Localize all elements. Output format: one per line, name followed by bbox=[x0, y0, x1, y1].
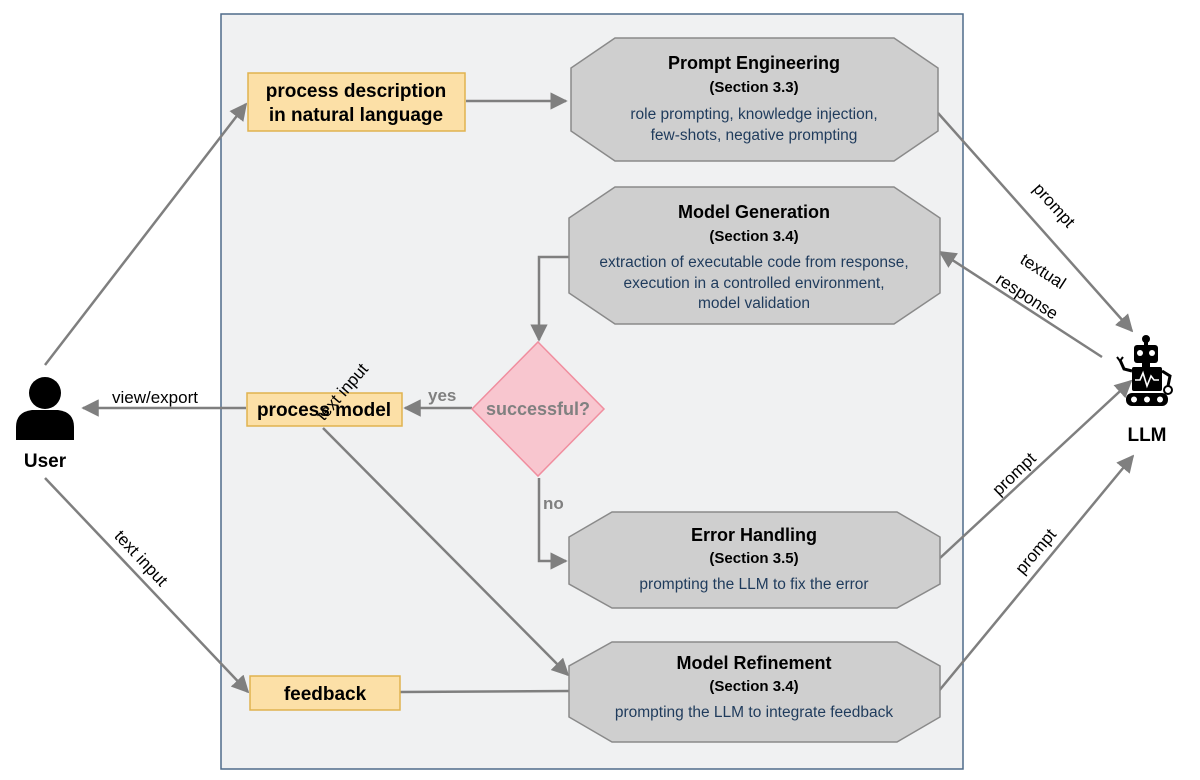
arrow-model-refinement-to-llm bbox=[937, 454, 1135, 693]
arrow-prompt-engineering-to-llm bbox=[937, 112, 1134, 333]
model-generation-section: (Section 3.4) bbox=[709, 228, 798, 245]
arrow-model-generation-to-decision bbox=[530, 255, 570, 342]
error-handling-section: (Section 3.5) bbox=[709, 550, 798, 567]
model-generation-desc-3: model validation bbox=[698, 295, 810, 312]
error-handling-title: Error Handling bbox=[691, 525, 817, 545]
arrow-feedback-to-model-refinement bbox=[399, 689, 571, 694]
arrow-llm-to-model-generation bbox=[938, 250, 1103, 359]
model-refinement-step: Model Refinement (Section 3.4) prompting… bbox=[568, 641, 941, 743]
prompt-engineering-step: Prompt Engineering (Section 3.3) role pr… bbox=[570, 37, 939, 162]
prompt-engineering-title: Prompt Engineering bbox=[668, 53, 840, 73]
no-label: no bbox=[543, 494, 564, 513]
arrows bbox=[44, 92, 1135, 694]
model-generation-desc-1: extraction of executable code from respo… bbox=[599, 254, 908, 271]
process-description-box: process description in natural language bbox=[247, 72, 466, 132]
user-label: User bbox=[24, 451, 67, 472]
view-export-label: view/export bbox=[112, 388, 198, 407]
feedback-label: feedback bbox=[284, 684, 367, 705]
model-refinement-desc-1: prompting the LLM to integrate feedback bbox=[615, 704, 894, 721]
model-refinement-section: (Section 3.4) bbox=[709, 678, 798, 695]
llm-label: LLM bbox=[1127, 425, 1166, 446]
feedback-box: feedback bbox=[249, 675, 401, 711]
process-model-box: process model bbox=[246, 392, 403, 427]
decision-label: successful? bbox=[486, 399, 590, 419]
model-generation-step: Model Generation (Section 3.4) extractio… bbox=[568, 186, 941, 325]
process-model-label: process model bbox=[257, 400, 391, 421]
arrow-process-model-to-model-refinement bbox=[322, 427, 570, 677]
error-handling-desc-1: prompting the LLM to fix the error bbox=[639, 576, 868, 593]
model-refinement-title: Model Refinement bbox=[676, 653, 831, 673]
yes-label: yes bbox=[428, 386, 456, 405]
arrow-error-handling-to-llm bbox=[939, 379, 1133, 559]
process-description-line2: in natural language bbox=[269, 105, 443, 126]
arrow-decision-to-error-handling bbox=[537, 478, 568, 570]
prompt-engineering-section: (Section 3.3) bbox=[709, 79, 798, 96]
success-decision: successful? bbox=[470, 340, 606, 478]
error-handling-step: Error Handling (Section 3.5) prompting t… bbox=[568, 511, 941, 609]
arrow-user-to-feedback bbox=[44, 477, 250, 694]
arrow-user-to-description bbox=[44, 102, 248, 366]
model-generation-desc-2: execution in a controlled environment, bbox=[623, 275, 884, 292]
robot-icon bbox=[1116, 335, 1173, 406]
process-description-line1: process description bbox=[266, 81, 447, 102]
person-icon bbox=[16, 377, 74, 440]
model-generation-title: Model Generation bbox=[678, 202, 830, 222]
prompt-engineering-desc-2: few-shots, negative prompting bbox=[651, 127, 858, 144]
prompt-engineering-desc-1: role prompting, knowledge injection, bbox=[630, 106, 877, 123]
